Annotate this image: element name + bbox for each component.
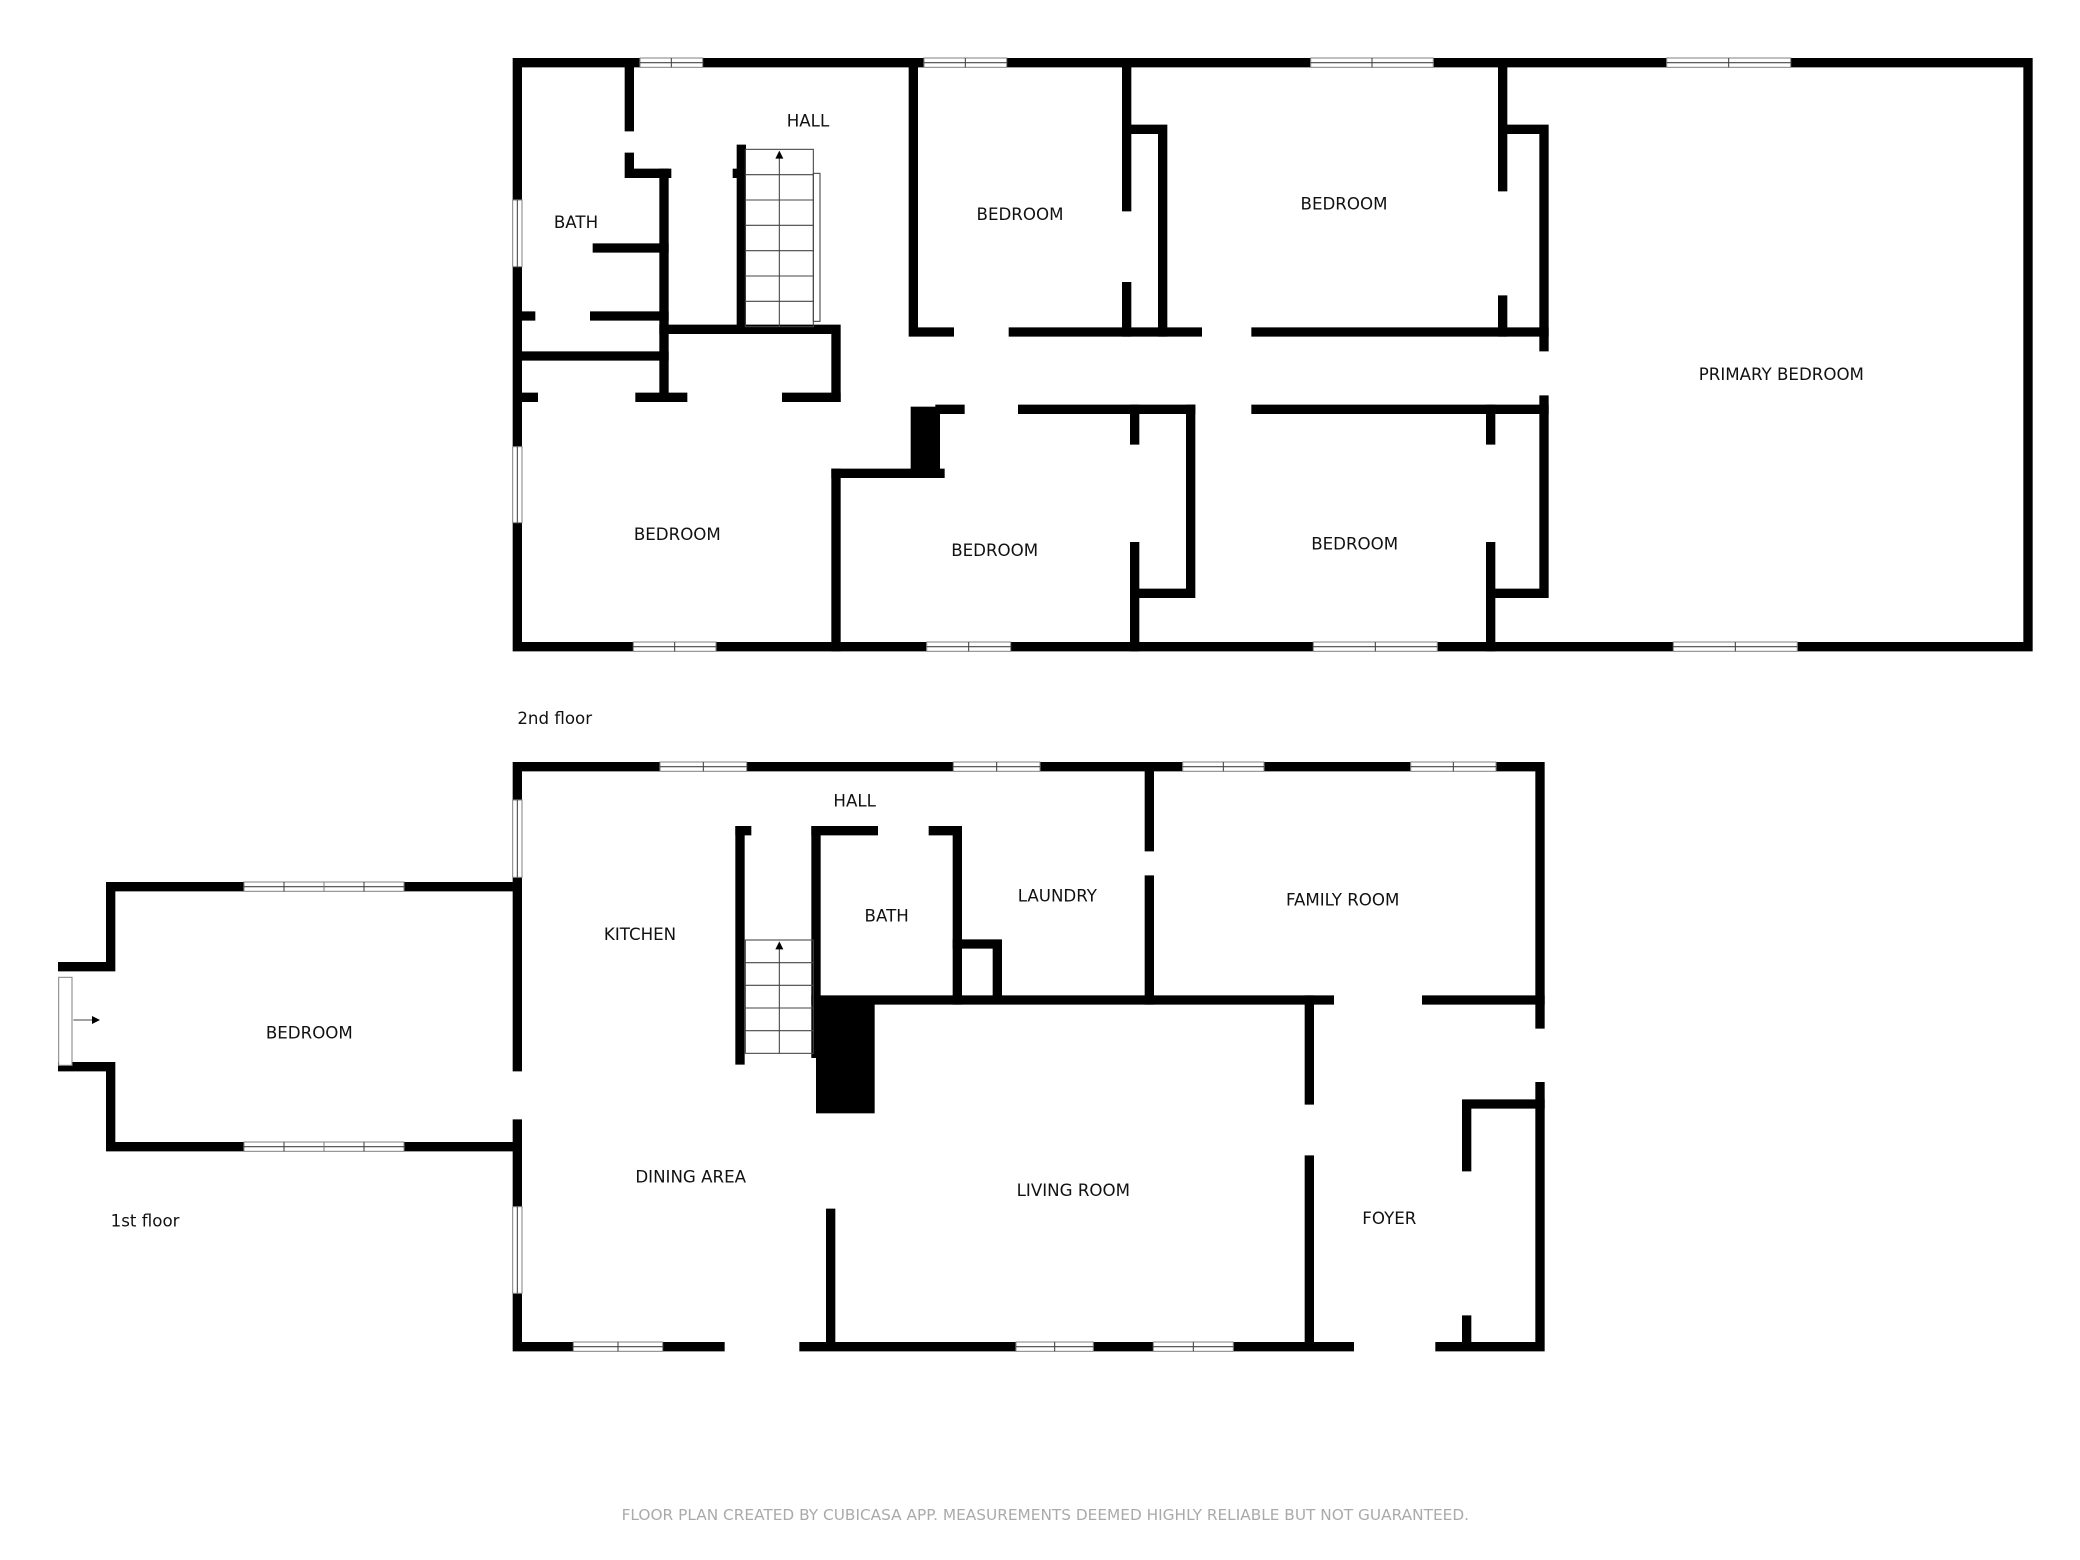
room-label-2f-bedroom: BEDROOM [977, 205, 1064, 224]
floor-label-2nd: 2nd floor [517, 709, 592, 728]
room-label-2f-hall: HALL [787, 112, 830, 131]
wall [659, 324, 841, 402]
room-label-1f-dining-area: DINING AREA [635, 1168, 746, 1187]
room-label-2f-bath: BATH [554, 213, 598, 232]
room-label-1f-living-room: LIVING ROOM [1017, 1181, 1130, 1200]
chimney-block [910, 406, 940, 476]
stair-rail [812, 172, 821, 322]
room-label-2f-bedroom: BEDROOM [634, 525, 721, 544]
room-label-1f-foyer: FOYER [1362, 1209, 1416, 1228]
stair-arrow-icon [775, 941, 784, 950]
room-label-2f-primary-bedroom: PRIMARY BEDROOM [1699, 365, 1864, 384]
wall [928, 826, 962, 1005]
wall [1462, 1099, 1545, 1172]
wall [952, 939, 1002, 1002]
walls [58, 58, 2033, 1352]
wall [1130, 404, 1196, 598]
wall [1122, 124, 1168, 337]
stairs [744, 148, 821, 1054]
room-label-1f-family-room: FAMILY ROOM [1286, 890, 1399, 909]
wall [512, 762, 1545, 1072]
room-label-1f-laundry: LAUNDRY [1018, 886, 1098, 905]
room-label-2f-bedroom: BEDROOM [1301, 194, 1388, 213]
windows [58, 57, 1798, 1352]
room-label-1f-hall: HALL [833, 792, 876, 811]
wall [512, 1119, 725, 1352]
wall [58, 882, 522, 972]
wall [1435, 1082, 1545, 1352]
door [58, 976, 73, 1066]
wall [1486, 395, 1549, 598]
footer-disclaimer: FLOOR PLAN CREATED BY CUBICASA APP. MEAS… [622, 1506, 1469, 1524]
room-label-1f-bedroom: BEDROOM [266, 1024, 353, 1043]
stair-arrow-icon [775, 150, 784, 159]
wall [908, 58, 954, 337]
room-label-2f-bedroom: BEDROOM [1311, 534, 1398, 553]
wall [624, 152, 672, 178]
room-label-2f-bedroom: BEDROOM [951, 541, 1038, 560]
floor-label-1st: 1st floor [111, 1212, 180, 1231]
room-label-1f-bath: BATH [865, 906, 909, 925]
room-label-1f-kitchen: KITCHEN [604, 925, 676, 944]
chimney-block [816, 1000, 875, 1114]
wall [1498, 124, 1549, 337]
wall [58, 1062, 522, 1152]
door-arrow-head [92, 1016, 100, 1024]
room-labels: HALL BATH BEDROOM BEDROOM PRIMARY BEDROO… [111, 112, 1864, 1524]
